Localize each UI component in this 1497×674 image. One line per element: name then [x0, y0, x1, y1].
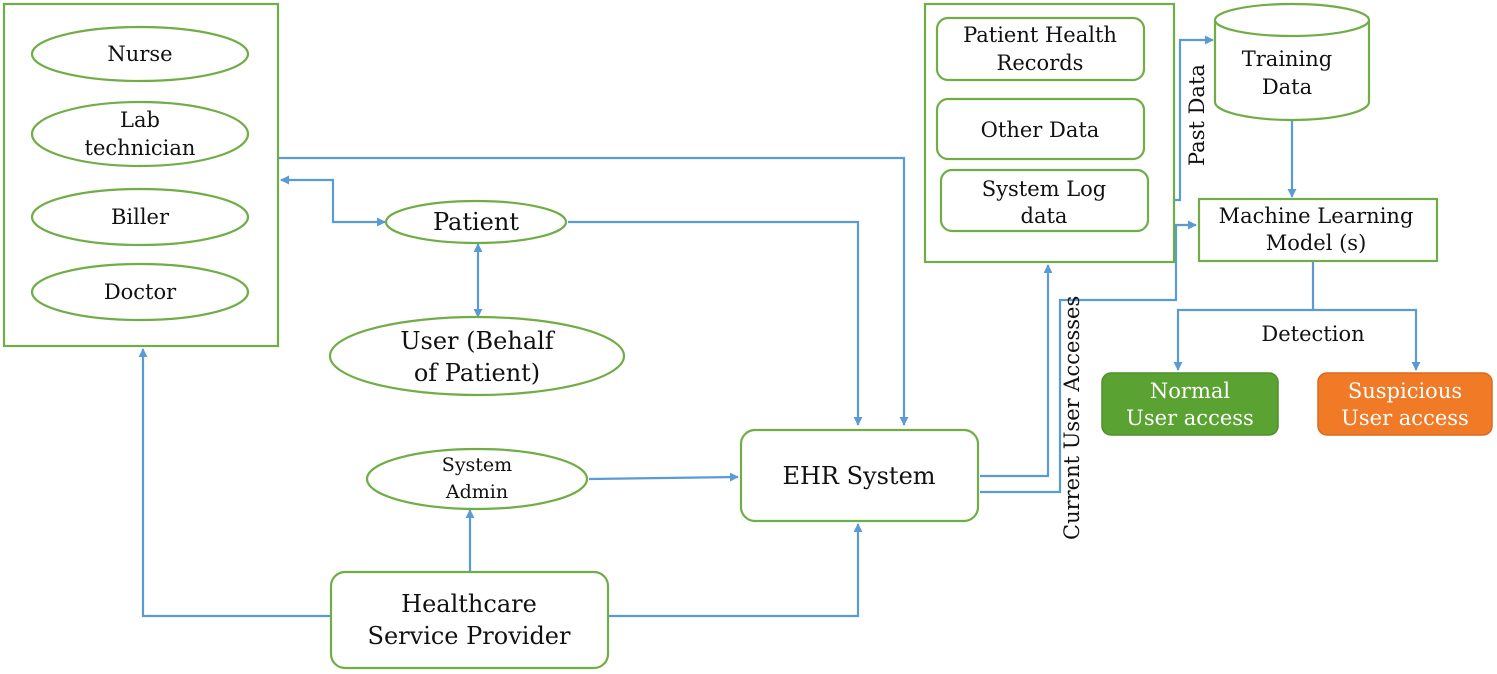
training-data-label-line1: Training [1242, 47, 1333, 71]
doctor-label: Doctor [104, 280, 177, 304]
suspicious-access-node [1317, 372, 1493, 436]
suspicious-access-label-line1: Suspicious [1348, 379, 1462, 403]
ehr-system-label: EHR System [782, 462, 935, 490]
ml-model-node [1197, 197, 1439, 263]
system-log-label-line1: System Log [982, 177, 1107, 201]
patient-node [384, 199, 568, 245]
lab-technician-label-line1: Lab [120, 108, 160, 132]
system-admin-node [365, 447, 589, 511]
connector-detection-to-normal [1173, 308, 1421, 371]
connectors [138, 35, 1421, 618]
patient-health-records-label-line2: Records [997, 51, 1084, 75]
nurse-label: Nurse [107, 42, 172, 66]
nurse-node [30, 25, 250, 83]
records-group: Patient Health Records Other Data System… [923, 2, 1176, 264]
ml-model-label-line1: Machine Learning [1219, 204, 1414, 228]
connector-actors-patient [280, 175, 386, 227]
past-data-label: Past Data [1185, 64, 1209, 166]
system-log-label-line2: data [1021, 204, 1068, 228]
connector-actors-to-ehr [279, 156, 909, 426]
lab-technician-node [30, 100, 250, 168]
user-behalf-node [328, 315, 626, 397]
biller-label: Biller [111, 205, 170, 229]
normal-access-label-line1: Normal [1150, 379, 1230, 403]
other-data-node [935, 97, 1146, 161]
patient-health-records-node [935, 16, 1146, 82]
system-admin-label-line1: System [442, 454, 512, 476]
connector-provider-to-ehr [609, 523, 863, 618]
normal-access-label-line2: User access [1126, 406, 1254, 430]
patient-health-records-label-line1: Patient Health [963, 23, 1117, 47]
system-log-node [939, 168, 1150, 233]
training-data-label-line2: Data [1262, 75, 1312, 99]
user-behalf-label-line1: User (Behalf [400, 327, 555, 355]
normal-access-node [1101, 372, 1279, 436]
training-data-node [1213, 2, 1371, 122]
lab-technician-label-line2: technician [85, 136, 196, 160]
ehr-system-node [739, 428, 980, 523]
user-behalf-label-line2: of Patient) [414, 359, 540, 387]
provider-label-line1: Healthcare [401, 590, 537, 618]
provider-node [329, 570, 610, 670]
connector-patient-to-ehr [568, 220, 863, 426]
actors-group: Nurse Lab technician Biller Doctor [2, 2, 280, 348]
connector-admin-to-ehr [588, 472, 739, 482]
connector-ehr-to-ml [980, 220, 1197, 494]
system-admin-label-line2: Admin [445, 481, 508, 503]
provider-label-line2: Service Provider [368, 622, 571, 650]
connector-provider-to-actors [138, 348, 330, 618]
biller-node [30, 187, 250, 247]
detection-label: Detection [1261, 322, 1364, 346]
current-user-accesses-label: Current User Accesses [1060, 296, 1084, 540]
other-data-label: Other Data [981, 118, 1100, 142]
patient-label: Patient [433, 208, 519, 236]
suspicious-access-label-line2: User access [1341, 406, 1469, 430]
ml-model-label-line2: Model (s) [1266, 231, 1367, 255]
doctor-node [30, 262, 250, 322]
connector-ehr-to-records [980, 264, 1053, 478]
